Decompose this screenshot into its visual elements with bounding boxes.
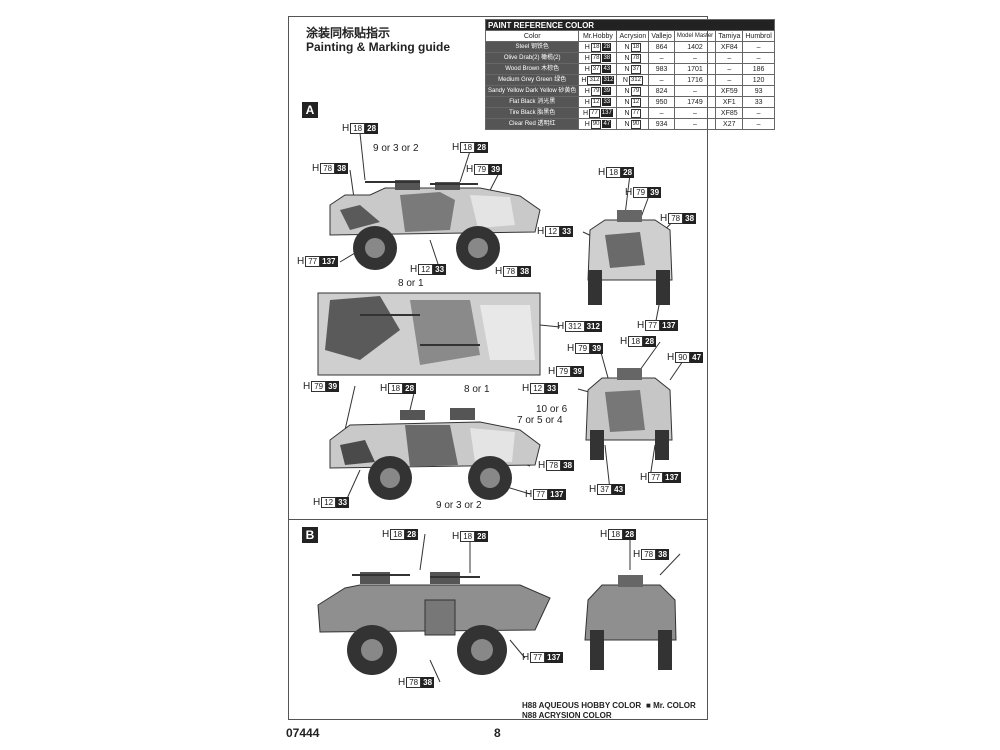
- mm-code: –: [673, 118, 717, 130]
- title-english: Painting & Marking guide: [306, 40, 451, 54]
- vehicle-a-front: [587, 210, 673, 305]
- legend-aqueous: H88 AQUEOUS HOBBY COLOR: [522, 701, 642, 710]
- note-1: 9 or 3 or 2: [373, 143, 419, 154]
- product-code: 07444: [286, 726, 320, 740]
- vehicle-a-side-left: [329, 408, 541, 500]
- humbrol-code: –: [742, 107, 775, 119]
- section-b-badge: B: [302, 527, 318, 543]
- vehicle-a-top: [317, 292, 541, 376]
- vehicle-a-side-right: [329, 180, 541, 270]
- col-humbrol: Humbrol: [742, 30, 775, 42]
- paint-reference-table: PAINT REFERENCE COLOR Color Mr.Hobby Acr…: [484, 19, 775, 130]
- humbrol-code: –: [742, 118, 775, 130]
- section-divider: [288, 519, 708, 520]
- title-chinese: 涂装同标贴指示: [306, 26, 391, 40]
- note-3: 8 or 1: [464, 384, 490, 395]
- vallejo-code: 934: [648, 118, 675, 130]
- note-6: 9 or 3 or 2: [436, 500, 482, 511]
- vehicle-b-side: [317, 572, 551, 675]
- note-4: 10 or 6: [536, 404, 568, 415]
- paint-color-name: Clear Red 透明红: [484, 118, 580, 130]
- page-number: 8: [494, 726, 501, 740]
- note-2: 8 or 1: [398, 278, 424, 289]
- legend-acrysion: N88 ACRYSION COLOR: [522, 711, 612, 720]
- vehicle-b-front: [584, 575, 677, 670]
- note-5: 7 or 5 or 4: [517, 415, 563, 426]
- section-a-badge: A: [302, 102, 318, 118]
- vehicle-a-rear: [585, 368, 673, 460]
- legend-mr-color: ■ Mr. COLOR: [646, 701, 696, 710]
- page-frame: [288, 16, 708, 720]
